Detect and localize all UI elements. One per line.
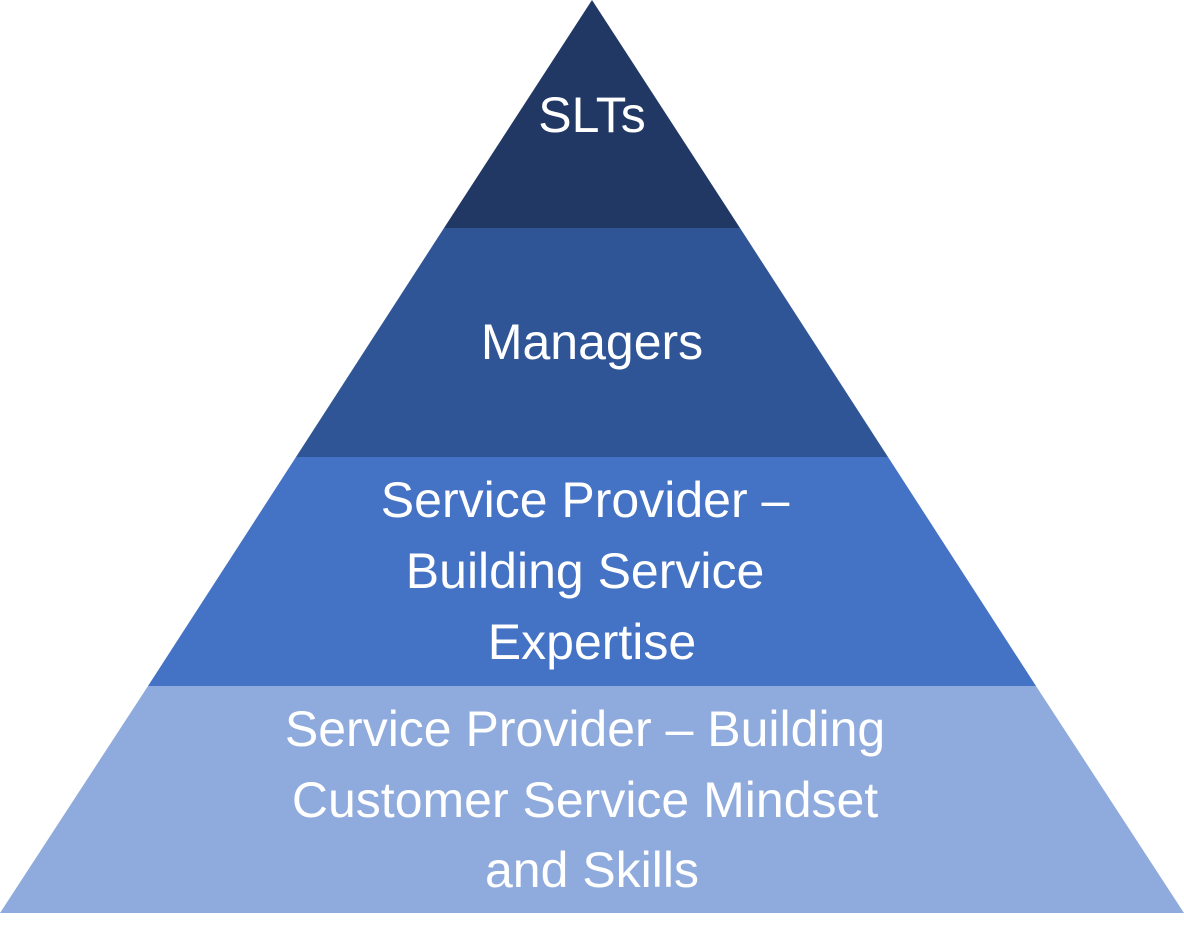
tier-slts-label: SLTs bbox=[538, 87, 645, 143]
tier-managers: Managers bbox=[296, 228, 888, 457]
tier-slts: SLTs bbox=[444, 0, 740, 228]
tier-service-expertise-label: Service Provider – Building Service Expe… bbox=[381, 472, 803, 670]
tier-service-expertise-line-1: Service Provider – bbox=[381, 472, 790, 528]
tier-service-expertise-line-3: Expertise bbox=[488, 614, 696, 670]
tier-customer-service-line-3: and Skills bbox=[485, 842, 699, 898]
tier-service-expertise-line-2: Building Service bbox=[406, 543, 765, 599]
tier-managers-shape bbox=[296, 228, 888, 457]
tier-slts-shape bbox=[444, 0, 740, 228]
tier-customer-service: Service Provider – Building Customer Ser… bbox=[0, 686, 1184, 913]
tier-service-expertise-shape bbox=[148, 457, 1036, 686]
tier-customer-service-label: Service Provider – Building Customer Ser… bbox=[285, 701, 899, 898]
tier-service-expertise: Service Provider – Building Service Expe… bbox=[148, 457, 1036, 686]
tier-slts-line-1: SLTs bbox=[538, 87, 645, 143]
tier-customer-service-line-1: Service Provider – Building bbox=[285, 701, 885, 757]
tier-managers-line-1: Managers bbox=[481, 314, 703, 370]
tier-customer-service-line-2: Customer Service Mindset bbox=[292, 772, 878, 828]
tier-customer-service-shape bbox=[0, 686, 1184, 913]
tier-managers-label: Managers bbox=[481, 314, 703, 370]
